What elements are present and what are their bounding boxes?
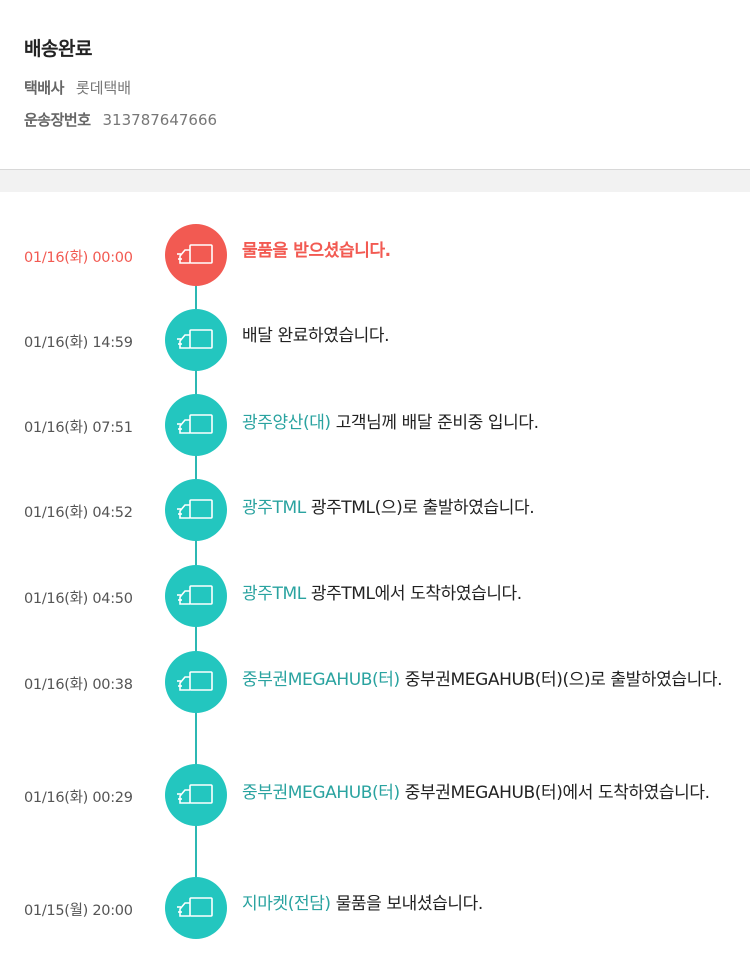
- event-location: 지마켓(전담): [242, 894, 331, 914]
- event-time: 01/15(월) 20:00: [24, 903, 133, 919]
- event-time: 01/16(화) 14:59: [24, 335, 133, 351]
- event-message: 광주TML 광주TML(으)로 출발하였습니다.: [242, 498, 535, 518]
- truck-icon: [165, 224, 227, 286]
- tracking-label: 운송장번호: [24, 111, 91, 129]
- courier-value: 롯데택배: [75, 79, 132, 97]
- truck-icon: [165, 479, 227, 541]
- courier-label: 택배사: [24, 79, 64, 97]
- event-message: 중부권MEGAHUB(터) 중부권MEGAHUB(터)에서 도착하였습니다.: [242, 783, 710, 803]
- tracking-row: 운송장번호 313787647666: [24, 109, 750, 130]
- delivery-status-title: 배송완료: [24, 38, 92, 60]
- event-time: 01/16(화) 00:00: [24, 250, 133, 266]
- truck-icon: [165, 394, 227, 456]
- truck-icon: [165, 651, 227, 713]
- truck-icon: [165, 565, 227, 627]
- tracking-number: 313787647666: [102, 111, 218, 129]
- section-divider: [0, 170, 750, 192]
- event-location: 광주TML: [242, 498, 306, 518]
- event-message: 광주TML 광주TML에서 도착하였습니다.: [242, 584, 522, 604]
- truck-icon: [165, 877, 227, 939]
- event-message: 중부권MEGAHUB(터) 중부권MEGAHUB(터)(으)로 출발하였습니다.: [242, 670, 723, 690]
- event-message: 배달 완료하였습니다.: [242, 326, 390, 346]
- event-time: 01/16(화) 00:38: [24, 677, 133, 693]
- event-message: 물품을 받으셨습니다.: [242, 241, 391, 261]
- event-time: 01/16(화) 07:51: [24, 420, 133, 436]
- event-time: 01/16(화) 00:29: [24, 790, 133, 806]
- event-location: 광주양산(대): [242, 413, 331, 433]
- event-time: 01/16(화) 04:50: [24, 591, 133, 607]
- event-message: 광주양산(대) 고객님께 배달 준비중 입니다.: [242, 413, 539, 433]
- event-location: 중부권MEGAHUB(터): [242, 783, 400, 803]
- truck-icon: [165, 764, 227, 826]
- delivery-header: 배송완료 택배사 롯데택배 운송장번호 313787647666: [0, 0, 750, 170]
- courier-row: 택배사 롯데택배: [24, 77, 750, 98]
- event-time: 01/16(화) 04:52: [24, 505, 133, 521]
- tracking-timeline: 01/16(화) 00:00 물품을 받으셨습니다. 01/16(화) 14:5…: [0, 192, 750, 966]
- event-location: 광주TML: [242, 584, 306, 604]
- truck-icon: [165, 309, 227, 371]
- event-location: 중부권MEGAHUB(터): [242, 670, 400, 690]
- event-message: 지마켓(전담) 물품을 보내셨습니다.: [242, 894, 483, 914]
